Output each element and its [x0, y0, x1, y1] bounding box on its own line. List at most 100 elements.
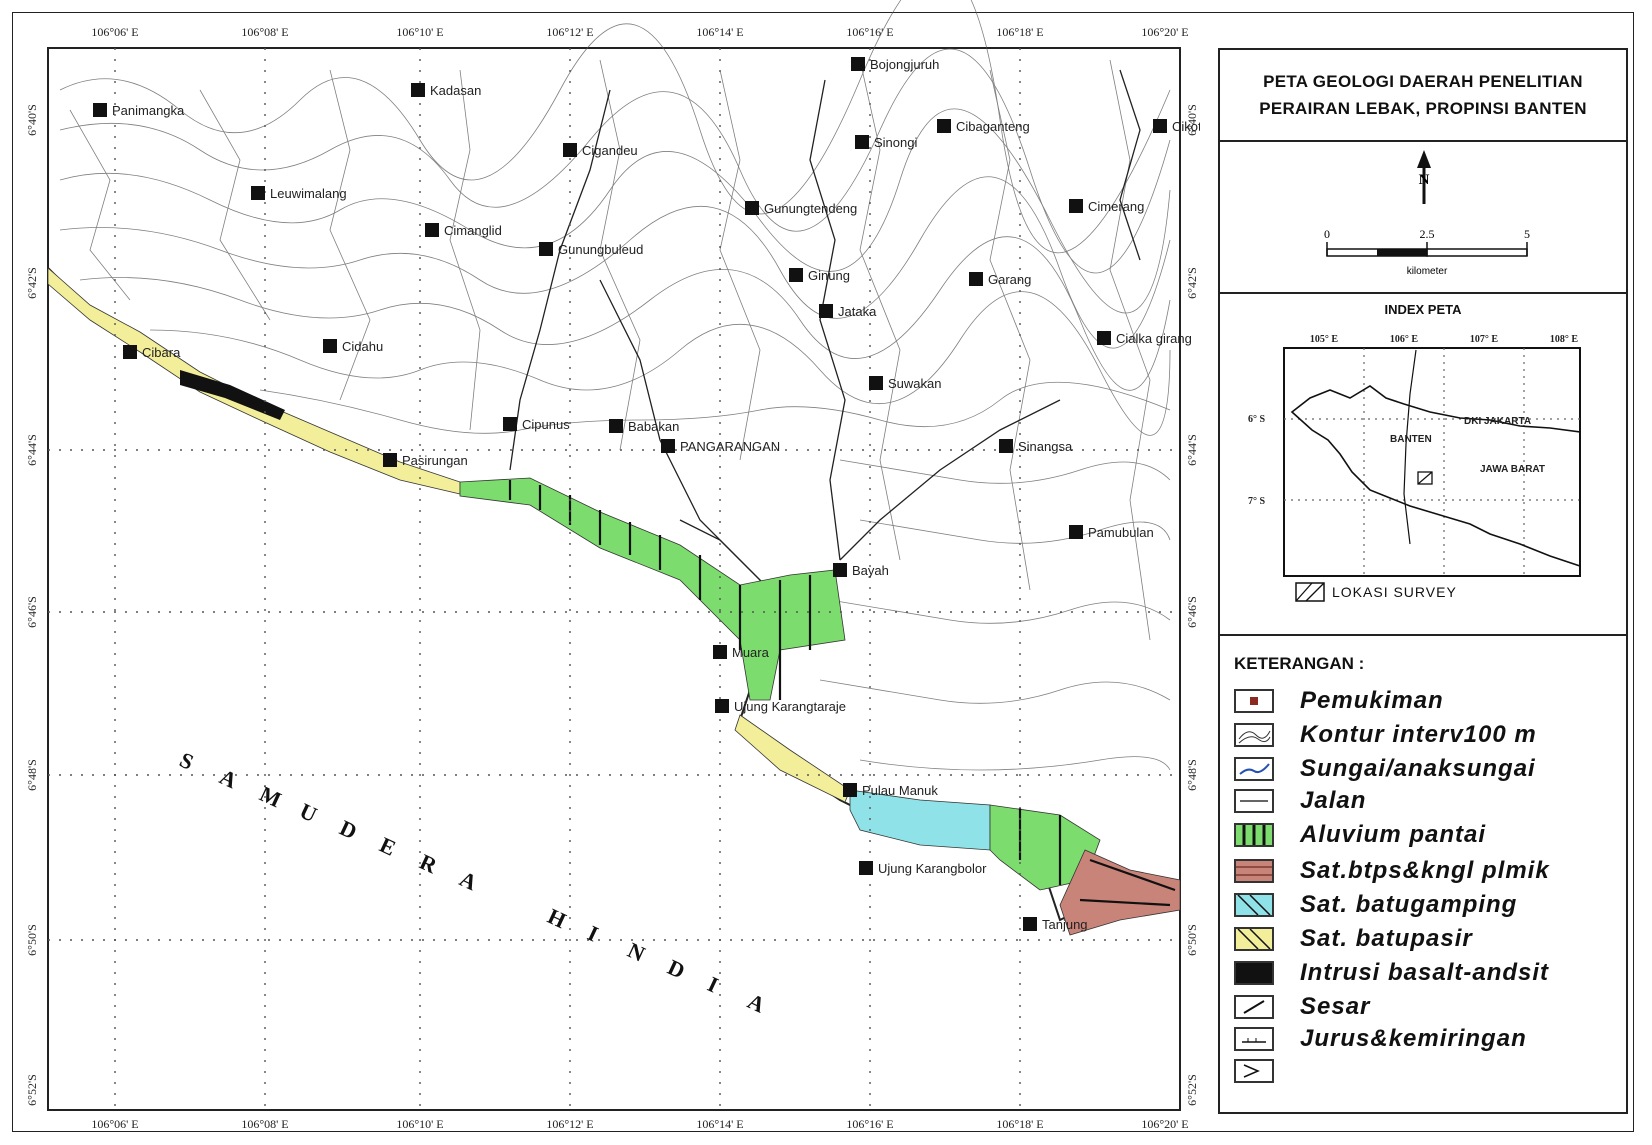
settlement-label: Ginung: [808, 268, 850, 283]
java-outline: [1290, 385, 1581, 568]
lon-label-top: 106°12' E: [546, 25, 593, 39]
north-scale-panel: N 0 2.5 5 kilometer: [1218, 140, 1628, 294]
legend-label: Sesar: [1300, 993, 1371, 1020]
scale-unit: kilometer: [1407, 266, 1448, 277]
legend-label: Sat.btps&kngl plmik: [1300, 857, 1550, 884]
index-label-banten: BANTEN: [1390, 434, 1432, 445]
index-lon-3: 108° E: [1550, 334, 1578, 345]
legend-item: Jurus&kemiringan: [1234, 1024, 1527, 1054]
lat-label-right: 6°50'S: [1185, 924, 1199, 956]
scale-bar: 0 2.5 5 kilometer: [1324, 227, 1530, 277]
settlement: Jataka: [819, 304, 877, 319]
north-scale-graphic: N 0 2.5 5 kilometer: [1324, 150, 1530, 277]
lat-label-left: 6°46'S: [25, 596, 39, 628]
settlement-label: Gunungtendeng: [764, 201, 857, 216]
settlement-marker-icon: [859, 861, 873, 875]
settlement-marker-icon: [661, 439, 675, 453]
legend-swatch-solid-icon: [1234, 961, 1274, 985]
legend-item: Sat.btps&kngl plmik: [1234, 856, 1550, 886]
legend-swatch-river-icon: [1234, 757, 1274, 781]
settlement: Bayah: [833, 563, 889, 578]
lon-label-top: 106°06' E: [91, 25, 138, 39]
settlement-marker-icon: [789, 268, 803, 282]
settlement: Pasirungan: [383, 453, 468, 468]
settlement: Gunungbuleud: [539, 242, 643, 257]
settlement: Cialka girang: [1097, 331, 1192, 346]
legend-label: Jalan: [1300, 787, 1367, 814]
index-lon-2: 107° E: [1470, 334, 1498, 345]
settlement-label: Cibara: [142, 345, 181, 360]
settlement: Panimangka: [93, 103, 185, 118]
lat-label-right: 6°46'S: [1185, 596, 1199, 628]
lat-label-right: 6°48'S: [1185, 759, 1199, 791]
settlement-label: Cidahu: [342, 339, 383, 354]
settlement-marker-icon: [123, 345, 137, 359]
lat-label-left: 6°40'S: [25, 104, 39, 136]
settlement: Garang: [969, 272, 1031, 287]
scale-tick-2: 5: [1524, 227, 1530, 241]
legend-swatch-diag-icon: [1234, 927, 1274, 951]
legend-item: Kontur interv100 m: [1234, 720, 1537, 750]
index-map-title: INDEX PETA: [1384, 302, 1462, 317]
settlement: Cigandeu: [563, 143, 638, 158]
unit-aluvium-south: [989, 804, 1101, 891]
settlement: Sinongi: [855, 135, 917, 150]
lon-label-top: 106°20' E: [1141, 25, 1188, 39]
settlement-marker-icon: [383, 453, 397, 467]
settlement-marker-icon: [503, 417, 517, 431]
lat-label-left: 6°42'S: [25, 267, 39, 299]
settlement: Babakan: [609, 419, 679, 434]
settlement: Sinangsa: [999, 439, 1073, 454]
settlement-marker-icon: [1069, 525, 1083, 539]
legend-label: Intrusi basalt-andsit: [1300, 959, 1550, 986]
legend-label: Kontur interv100 m: [1300, 721, 1537, 748]
legend-label: Sungai/anaksungai: [1300, 755, 1536, 782]
settlement-label: Pamubulan: [1088, 525, 1154, 540]
latitude-labels-right: 6°40'S6°42'S6°44'S6°46'S6°48'S6°50'S6°52…: [1185, 104, 1199, 1106]
lon-label-bottom: 106°14' E: [696, 1117, 743, 1131]
legend-swatch-road-icon: [1234, 789, 1274, 813]
lat-label-right: 6°52'S: [1185, 1074, 1199, 1106]
settlement-label: Cigandeu: [582, 143, 638, 158]
settlement-label: Kadasan: [430, 83, 481, 98]
legend-item: Pemukiman: [1234, 686, 1444, 716]
settlement-label: Suwakan: [888, 376, 941, 391]
legend-heading: KETERANGAN :: [1234, 654, 1365, 673]
legend-item: Sesar: [1234, 992, 1370, 1022]
settlement-marker-icon: [425, 223, 439, 237]
lokasi-swatch: [1295, 582, 1325, 602]
settlement: Cikotok: [1153, 119, 1200, 134]
legend-item: Sat. batupasir: [1234, 924, 1473, 954]
settlement-marker-icon: [855, 135, 869, 149]
latitude-labels-left: 6°40'S6°42'S6°44'S6°46'S6°48'S6°50'S6°52…: [25, 104, 39, 1106]
lon-label-bottom: 106°16' E: [846, 1117, 893, 1131]
legend-label: Sat. batugamping: [1300, 891, 1518, 918]
legend-swatch-hbars-icon: [1234, 859, 1274, 883]
lon-label-bottom: 106°06' E: [91, 1117, 138, 1131]
settlement-label: Sinongi: [874, 135, 917, 150]
settlement-marker-icon: [869, 376, 883, 390]
index-lon-0: 105° E: [1310, 334, 1338, 345]
settlement: Pamubulan: [1069, 525, 1154, 540]
settlement-label: Jataka: [838, 304, 877, 319]
settlement-marker-icon: [411, 83, 425, 97]
legend-label: Jurus&kemiringan: [1300, 1025, 1527, 1052]
index-lon-1: 106° E: [1390, 334, 1418, 345]
legend-swatch-diag-icon: [1234, 893, 1274, 917]
settlement-marker-icon: [713, 645, 727, 659]
lon-label-top: 106°14' E: [696, 25, 743, 39]
lon-label-bottom: 106°12' E: [546, 1117, 593, 1131]
index-map-graphic: 105° E 106° E 107° E 108° E 6° S 7° S BA…: [1248, 334, 1581, 602]
settlement-marker-icon: [851, 57, 865, 71]
settlement-label: Bojongjuruh: [870, 57, 939, 72]
legend-item: Aluvium pantai: [1234, 820, 1486, 850]
settlement-label: Muara: [732, 645, 770, 660]
legend-swatch-angle-icon: [1234, 1059, 1274, 1083]
settlement-label: Ujung Karangbolor: [878, 861, 987, 876]
contour-lines: [59, 0, 1171, 771]
lokasi-survey-label: LOKASI SURVEY: [1332, 584, 1457, 600]
legend-label: Aluvium pantai: [1300, 821, 1487, 848]
lon-label-top: 106°16' E: [846, 25, 893, 39]
settlement: Tanjung: [1023, 917, 1088, 932]
